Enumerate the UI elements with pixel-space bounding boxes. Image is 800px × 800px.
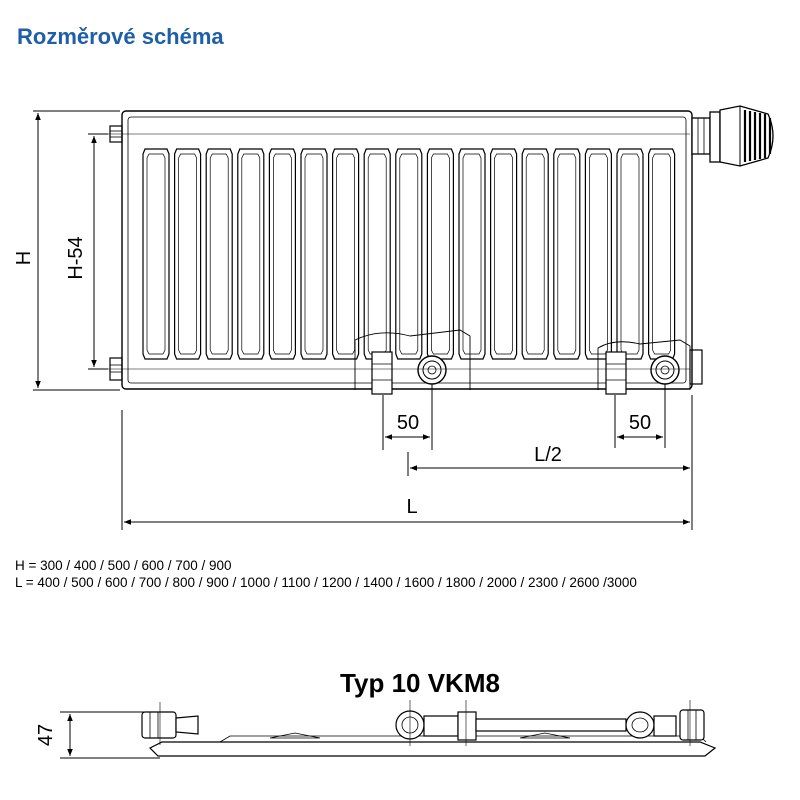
dimension-specs: H = 300 / 400 / 500 / 600 / 700 / 900 L … [15, 557, 637, 591]
radiator-fin-inner [431, 153, 450, 355]
dim-h-minus-label: H-54 [65, 236, 87, 279]
radiator-fin [426, 148, 454, 360]
radiator-fin [521, 148, 549, 360]
radiator-fin [490, 148, 518, 360]
radiator-fin-inner [399, 153, 419, 355]
radiator-top-view [60, 700, 717, 759]
radiator-front-view [100, 105, 774, 395]
radiator-fin [268, 148, 296, 360]
dim-offset-right-label: 50 [629, 412, 651, 434]
radiator-fin [553, 148, 581, 360]
panel-outline [148, 741, 717, 757]
dim-h-label: H [13, 251, 35, 265]
radiator-fin-inner [462, 153, 482, 355]
dimension-labels: H H-54 50 50 L/2 L [13, 236, 651, 518]
radiator-fin-inner [620, 153, 640, 355]
radiator-fin-inner [494, 153, 513, 355]
radiator-fin-inner [178, 153, 197, 355]
dim-offset-left-label: 50 [397, 412, 419, 434]
page-title: Rozměrové schéma [17, 24, 224, 49]
radiator-fin-inner [273, 153, 292, 355]
radiator-fin-inner [557, 153, 577, 355]
radiator-fin [205, 148, 233, 360]
thermostat-head [691, 105, 774, 167]
radiator-fin [142, 148, 170, 360]
radiator-fin-inner [336, 153, 355, 355]
dim-half-length-label: L/2 [534, 444, 562, 466]
radiator-fin [395, 148, 423, 360]
radiator-body [121, 110, 693, 390]
radiator-fin-inner [652, 153, 671, 355]
radiator-fin-inner [146, 153, 166, 355]
height-options: H = 300 / 400 / 500 / 600 / 700 / 900 [15, 558, 232, 573]
radiator-fin [300, 148, 328, 360]
radiator-fin-inner [209, 153, 229, 355]
radiator-fin-inner [525, 153, 545, 355]
type-title: Typ 10 VKM8 [340, 668, 500, 698]
dim-depth-label: 47 [35, 724, 57, 746]
left-connection-port [417, 355, 447, 385]
radiator-fin [458, 148, 486, 360]
radiator-fins [142, 148, 676, 360]
radiator-fin [174, 148, 202, 360]
length-options: L = 400 / 500 / 600 / 700 / 800 / 900 / … [15, 575, 637, 590]
radiator-fin-inner [241, 153, 261, 355]
radiator-fin-inner [589, 153, 608, 355]
radiator-fin [332, 148, 360, 360]
radiator-fin [616, 148, 644, 360]
connecting-pipe [475, 718, 627, 732]
radiator-fin-inner [304, 153, 324, 355]
radiator-fin-inner [367, 153, 387, 355]
dimension-lines [33, 110, 693, 530]
radiator-fin [237, 148, 265, 360]
dim-length-label: L [406, 496, 417, 518]
right-connection-port [650, 355, 680, 385]
valve-cutaway [354, 329, 471, 390]
